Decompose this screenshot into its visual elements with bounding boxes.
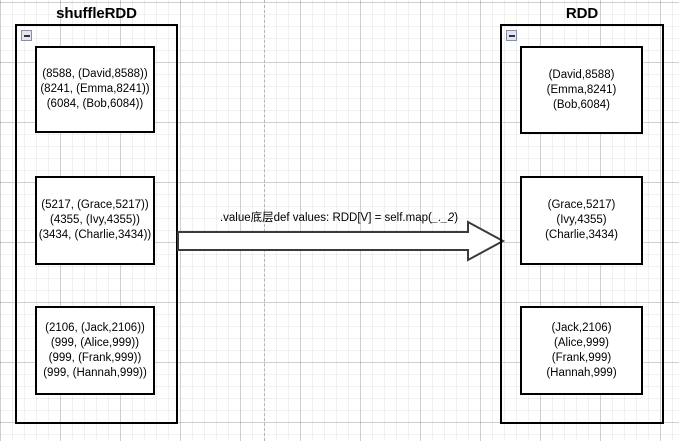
shufflerdd-partition-1[interactable]: (8588, (David,8588)) (8241, (Emma,8241))… xyxy=(35,46,155,133)
minus-glyph xyxy=(508,34,515,37)
data-line: (Jack,2106) xyxy=(551,321,612,334)
page-title-rdd: RDD xyxy=(565,5,599,22)
partition-lines: (David,8588) (Emma,8241) (Bob,6084) xyxy=(523,68,640,113)
data-line: (8241, (Emma,8241)) xyxy=(40,83,150,95)
data-line: (Hannah,999) xyxy=(546,366,617,379)
partition-lines: (5217, (Grace,5217)) (4355, (Ivy,4355)) … xyxy=(38,198,152,243)
rdd-partition-2[interactable]: (Grace,5217) (Ivy,4355) (Charlie,3434) xyxy=(520,176,643,265)
data-line: (4355, (Ivy,4355)) xyxy=(50,214,140,226)
data-line: (2106, (Jack,2106)) xyxy=(45,321,145,334)
data-line: (Alice,999) xyxy=(554,336,609,349)
minus-glyph xyxy=(23,34,30,37)
transform-label: .value底层def values: RDD[V] = self.map(_.… xyxy=(178,211,500,225)
data-line: (999, (Frank,999)) xyxy=(48,351,142,364)
data-line: (David,8588) xyxy=(548,68,615,81)
transform-label-plain: .value底层def values: RDD[V] = self.map( xyxy=(219,212,432,224)
data-line: (999, (Hannah,999)) xyxy=(43,366,147,379)
shufflerdd-partition-3[interactable]: (2106, (Jack,2106)) (999, (Alice,999)) (… xyxy=(35,306,155,395)
data-line: (Grace,5217) xyxy=(547,199,616,211)
container-rdd[interactable] xyxy=(500,24,664,424)
collapse-minus-icon[interactable] xyxy=(506,30,517,41)
partition-lines: (8588, (David,8588)) (8241, (Emma,8241))… xyxy=(38,67,152,112)
data-line: (8588, (David,8588)) xyxy=(42,68,148,80)
rdd-partition-3[interactable]: (Jack,2106) (Alice,999) (Frank,999) (Han… xyxy=(520,306,643,395)
page-break-line xyxy=(264,0,265,441)
rdd-partition-1[interactable]: (David,8588) (Emma,8241) (Bob,6084) xyxy=(520,46,643,134)
data-line: (Emma,8241) xyxy=(546,83,617,96)
data-line: (Bob,6084) xyxy=(553,98,610,111)
data-line: (6084, (Bob,6084)) xyxy=(46,98,144,110)
transform-label-tail: ) xyxy=(454,212,459,224)
transform-label-italic: _._2 xyxy=(431,212,455,224)
data-line: (5217, (Grace,5217)) xyxy=(41,199,149,211)
data-line: (Ivy,4355) xyxy=(556,214,607,226)
partition-lines: (Jack,2106) (Alice,999) (Frank,999) (Han… xyxy=(523,321,640,381)
container-shufflerdd[interactable] xyxy=(15,24,178,424)
block-arrow-right-icon[interactable] xyxy=(176,220,506,262)
data-line: (Charlie,3434) xyxy=(545,229,618,241)
partition-lines: (2106, (Jack,2106)) (999, (Alice,999)) (… xyxy=(38,321,152,381)
data-line: (3434, (Charlie,3434)) xyxy=(38,229,152,241)
partition-lines: (Grace,5217) (Ivy,4355) (Charlie,3434) xyxy=(523,198,640,243)
data-line: (Frank,999) xyxy=(551,351,612,364)
data-line: (999, (Alice,999)) xyxy=(50,336,140,349)
shufflerdd-partition-2[interactable]: (5217, (Grace,5217)) (4355, (Ivy,4355)) … xyxy=(35,176,155,265)
page-title-shufflerdd: shuffleRDD xyxy=(56,5,137,22)
collapse-minus-icon[interactable] xyxy=(21,30,32,41)
